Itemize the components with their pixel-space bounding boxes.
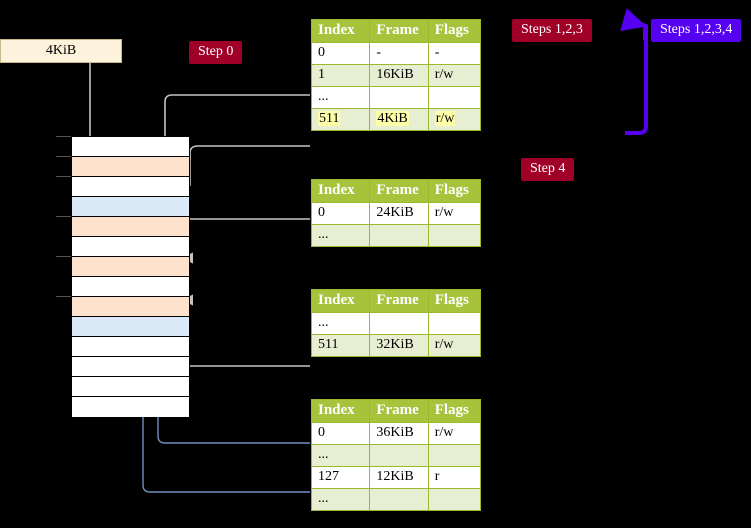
table-cell: ...: [310, 224, 371, 247]
table-cell: r/w: [427, 202, 482, 225]
table-cell: r/w: [427, 108, 482, 131]
badge-step-0: Step 0: [189, 41, 243, 64]
memory-frame-row: [72, 297, 189, 317]
memory-tick-0: [56, 136, 71, 137]
badge-step-4: Step 4: [521, 158, 575, 181]
table-cell: 1: [310, 64, 371, 87]
table-row[interactable]: 0--: [310, 42, 482, 65]
table-cell: [427, 224, 482, 247]
badge-steps-1234: Steps 1,2,3,4: [651, 19, 742, 42]
memory-frame-row: [72, 397, 189, 417]
table-cell: 511: [310, 108, 371, 131]
table-cell: 32KiB: [369, 334, 429, 357]
table-cell: 127: [310, 466, 371, 489]
memory-frame-row: [72, 377, 189, 397]
table-cell: [369, 86, 429, 109]
physical-memory-column: [71, 136, 190, 417]
table-row[interactable]: ...: [310, 488, 482, 511]
memory-tick-4: [56, 256, 71, 257]
memory-size-label: 4KiB: [45, 43, 77, 58]
table-cell: 16KiB: [369, 64, 429, 87]
table-cell: 12KiB: [369, 466, 429, 489]
table-cell: 0: [310, 42, 371, 65]
badge-steps-123: Steps 1,2,3: [512, 19, 592, 42]
table-header-frame: Frame: [369, 289, 429, 313]
purple-bracket-arrow: [625, 20, 648, 135]
table-cell: [369, 488, 429, 511]
memory-frame-row: [72, 317, 189, 337]
table-row[interactable]: 511 4KiB r/w: [310, 108, 482, 131]
table-cell: ...: [310, 86, 371, 109]
table-header-index: Index: [310, 289, 371, 313]
table-row[interactable]: ...: [310, 312, 482, 335]
memory-size-box: 4KiB: [0, 39, 122, 63]
table-cell: [427, 488, 482, 511]
memory-frame-row: [72, 337, 189, 357]
highlighted-value: 4KiB: [376, 111, 409, 126]
table-cell: r/w: [427, 334, 482, 357]
table-cell: ...: [310, 488, 371, 511]
table-header-frame: Frame: [369, 19, 429, 43]
table-cell: [427, 444, 482, 467]
table-header-index: Index: [310, 399, 371, 423]
memory-frame-row: [72, 357, 189, 377]
memory-tick-1: [56, 156, 71, 157]
memory-tick-3: [56, 216, 71, 217]
purple-arrowhead: [620, 8, 647, 40]
table-cell: [369, 224, 429, 247]
table-cell: -: [369, 42, 429, 65]
table-cell: 0: [310, 202, 371, 225]
memory-frame-row: [72, 137, 189, 157]
table-cell: [427, 86, 482, 109]
table-cell: 0: [310, 422, 371, 445]
memory-tick-5: [56, 296, 71, 297]
table-header-index: Index: [310, 179, 371, 203]
table-cell: -: [427, 42, 482, 65]
table-cell: r: [427, 466, 482, 489]
table-cell: 36KiB: [369, 422, 429, 445]
memory-frame-row: [72, 237, 189, 257]
memory-frame-row: [72, 257, 189, 277]
table-header-frame: Frame: [369, 179, 429, 203]
memory-frame-row: [72, 217, 189, 237]
highlighted-value: 511: [318, 111, 341, 126]
wire-table1-511-left: [189, 145, 310, 186]
table-cell: r/w: [427, 422, 482, 445]
table-cell: [369, 312, 429, 335]
memory-frame-row: [72, 157, 189, 177]
memory-frame-row: [72, 177, 189, 197]
table-cell: ...: [310, 312, 371, 335]
memory-frame-row: [72, 197, 189, 217]
table-cell: [427, 312, 482, 335]
wire-table3-to-memory: [181, 294, 310, 367]
table-row[interactable]: ...: [310, 224, 482, 247]
table-cell: [369, 444, 429, 467]
table-cell: r/w: [427, 64, 482, 87]
memory-frame-row: [72, 277, 189, 297]
table-header-frame: Frame: [369, 399, 429, 423]
memory-tick-2: [56, 176, 71, 177]
table-row[interactable]: ...: [310, 86, 482, 109]
table-header-flags: Flags: [427, 399, 482, 423]
highlighted-value: r/w: [434, 111, 456, 126]
wire-table2-to-memory: [181, 218, 310, 264]
table-header-flags: Flags: [427, 179, 482, 203]
table-row[interactable]: ...: [310, 444, 482, 467]
table-header-index: Index: [310, 19, 371, 43]
table-cell: 511: [310, 334, 371, 357]
table-header-flags: Flags: [427, 289, 482, 313]
table-cell: ...: [310, 444, 371, 467]
table-cell: 4KiB: [369, 108, 429, 131]
table-header-flags: Flags: [427, 19, 482, 43]
table-cell: 24KiB: [369, 202, 429, 225]
